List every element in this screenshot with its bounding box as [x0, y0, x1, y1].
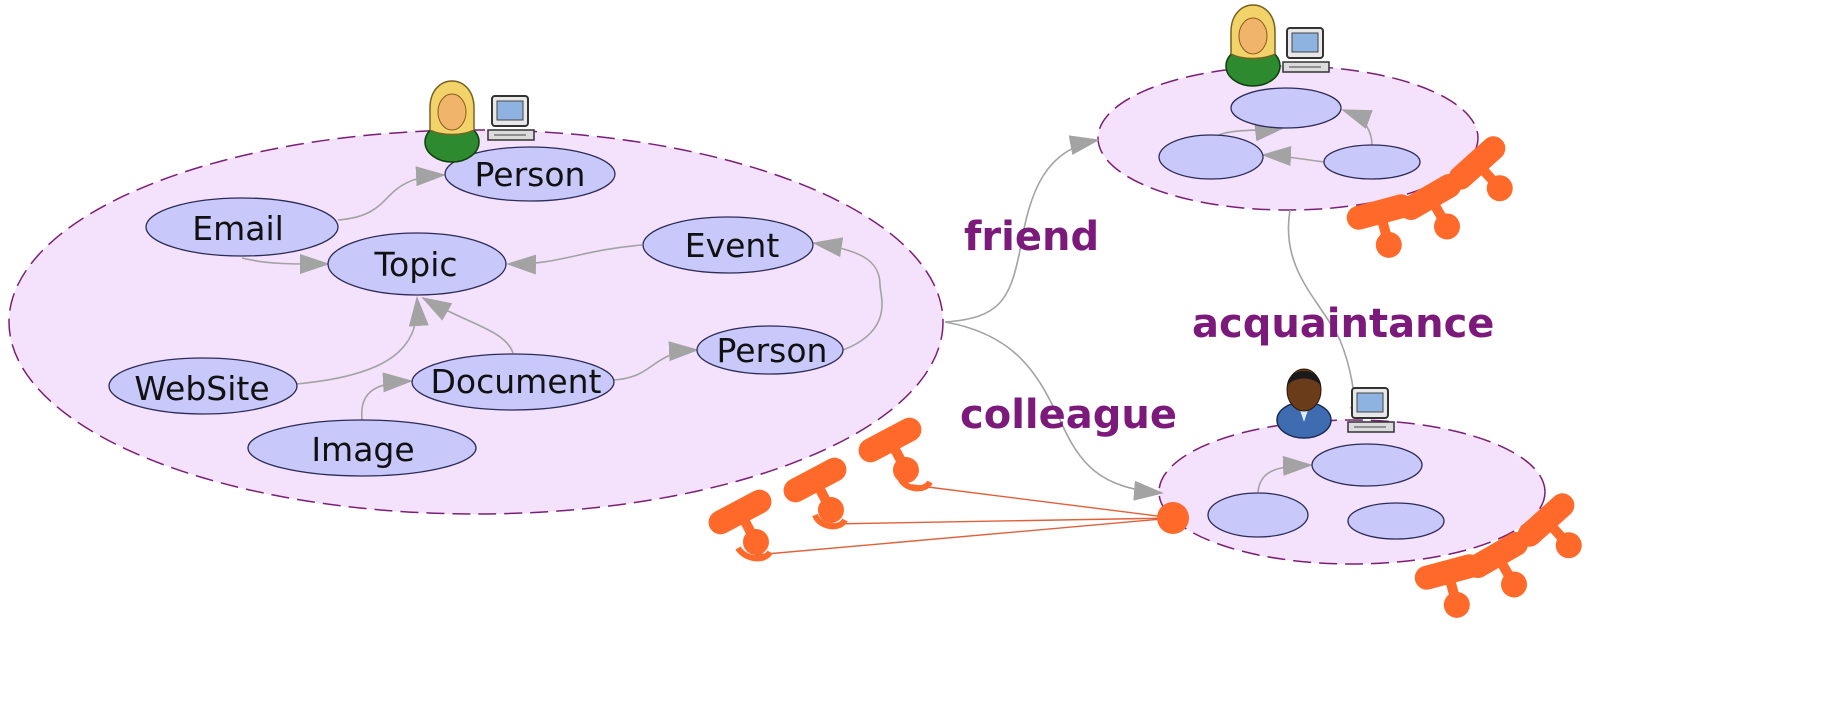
edge-main-to-colleague [944, 321, 1164, 501]
edge-document-person [612, 341, 699, 381]
node-event[interactable]: Event [642, 216, 814, 274]
node-topic-label: Topic [374, 245, 458, 284]
relation-label-friend: friend [964, 214, 1099, 260]
node-document[interactable]: Document [411, 353, 615, 411]
node-person-top[interactable]: Person [444, 146, 616, 202]
edge-website-topic [295, 296, 429, 385]
friend-node-top[interactable] [1230, 87, 1342, 129]
friend-node-left[interactable] [1158, 134, 1264, 180]
edge-friend-right-top [1341, 109, 1373, 147]
colleague-peer-edges [1257, 455, 1313, 493]
node-topic[interactable]: Topic [327, 232, 507, 296]
edge-colleague-left-top [1257, 455, 1313, 493]
user-female-icon [1225, 4, 1281, 87]
edge-main-to-friend [944, 135, 1100, 323]
colleague-node-left[interactable] [1207, 492, 1309, 538]
colleague-peer-space [1158, 419, 1546, 565]
node-website-label: WebSite [134, 369, 269, 408]
connector-lines [754, 484, 1189, 556]
edge-event-topic [506, 244, 643, 275]
node-email[interactable]: Email [145, 197, 339, 257]
user-female-icon [424, 80, 480, 163]
edge-email-person [337, 166, 446, 221]
node-event-label: Event [685, 226, 780, 265]
computer-icon [1347, 387, 1395, 433]
node-document-label: Document [431, 362, 602, 401]
node-website[interactable]: WebSite [108, 357, 298, 415]
node-image-label: Image [311, 430, 414, 469]
edge-document-topic [421, 297, 514, 354]
node-person-top-label: Person [475, 155, 586, 194]
edge-person-event [812, 237, 883, 351]
edge-image-document [360, 372, 413, 421]
computer-icon [1282, 27, 1330, 73]
plug-connector-icon [704, 413, 943, 570]
relation-label-colleague: colleague [960, 392, 1177, 438]
friend-peer-nodes [1158, 87, 1421, 180]
user-male-icon [1276, 368, 1332, 439]
edge-friend-right-left [1261, 146, 1326, 167]
main-peer-nodes: Person Email Topic Event Person WebSite … [108, 146, 844, 477]
relation-label-acquaintance: acquaintance [1192, 301, 1494, 347]
node-image[interactable]: Image [247, 419, 477, 477]
main-peer-edges [241, 166, 883, 421]
node-email-label: Email [192, 209, 284, 248]
node-person-mid[interactable]: Person [696, 325, 844, 375]
colleague-peer-nodes [1207, 443, 1445, 540]
computer-icon [487, 95, 535, 141]
node-person-mid-label: Person [717, 331, 828, 370]
colleague-node-top[interactable] [1311, 443, 1423, 487]
friend-node-right[interactable] [1323, 144, 1421, 180]
connection-hub [1157, 502, 1189, 534]
edge-email-topic [241, 254, 330, 275]
colleague-node-right[interactable] [1347, 502, 1445, 540]
